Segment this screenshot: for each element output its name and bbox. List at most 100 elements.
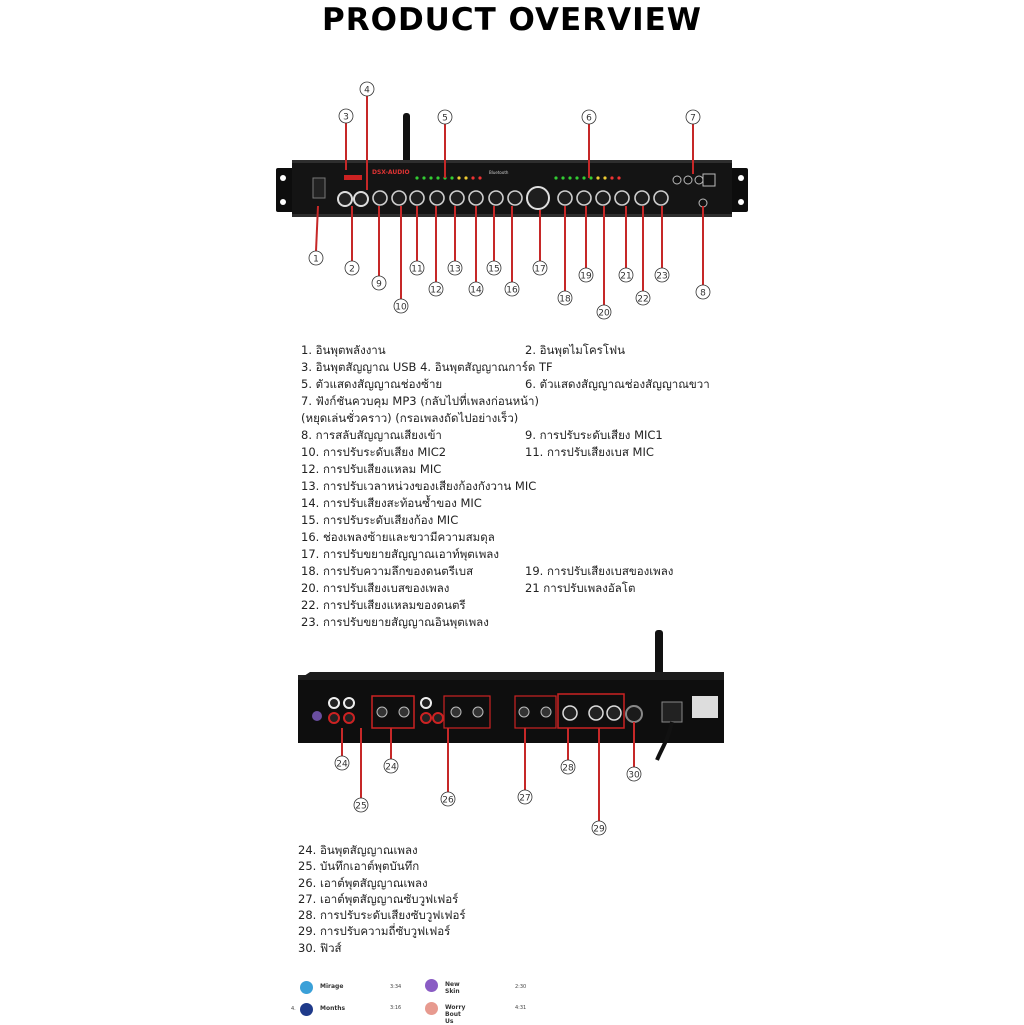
rear-feature-row: 29. การปรับความถี่ซับวูฟเฟอร์ bbox=[298, 924, 451, 939]
right-led-3 bbox=[568, 176, 572, 180]
callout-11 bbox=[409, 260, 425, 276]
callout-1 bbox=[308, 250, 324, 266]
master-volume-knob[interactable] bbox=[526, 186, 550, 210]
track-title: Worry Bout Us bbox=[445, 1004, 466, 1025]
callout-label: 20 bbox=[598, 309, 610, 319]
page-title: PRODUCT OVERVIEW bbox=[322, 2, 702, 38]
callout-5 bbox=[437, 109, 453, 125]
callout-7 bbox=[685, 109, 701, 125]
rear-feature-row: 25. บันทึกเอาต์พุตบันทึก bbox=[298, 859, 420, 874]
front-knob-12[interactable] bbox=[614, 190, 630, 206]
front-knob-5[interactable] bbox=[449, 190, 465, 206]
front-knob-8[interactable] bbox=[507, 190, 523, 206]
callout-27 bbox=[517, 789, 533, 805]
front-knob-14[interactable] bbox=[653, 190, 669, 206]
front-knob-4[interactable] bbox=[429, 190, 445, 206]
callout-label: 9 bbox=[376, 280, 382, 290]
feature-row: 22. การปรับเสียงแหลมของดนตรี bbox=[301, 597, 553, 614]
front-knob-3[interactable] bbox=[409, 190, 425, 206]
callout-20 bbox=[596, 304, 612, 320]
callout-8 bbox=[695, 284, 711, 300]
rca-jack-7 bbox=[432, 712, 444, 724]
callout-label: 16 bbox=[506, 286, 518, 296]
rear-feature-row: 27. เอาต์พุตสัญญาณซับวูฟเฟอร์ bbox=[298, 891, 459, 906]
callout-28 bbox=[560, 759, 576, 775]
callout-label: 15 bbox=[488, 265, 499, 275]
callout-4 bbox=[359, 81, 375, 97]
track-title: Mirage bbox=[320, 983, 344, 990]
feature-left: 16. ช่องเพลงซ้ายและขวามีความสมดุล bbox=[301, 530, 495, 544]
callout-29 bbox=[591, 820, 607, 836]
callout-9 bbox=[371, 275, 387, 291]
front-knob-9[interactable] bbox=[557, 190, 573, 206]
rca-jack-6 bbox=[420, 712, 432, 724]
front-knob-10[interactable] bbox=[576, 190, 592, 206]
feature-right: 6. ตัวแสดงสัญญาณช่องสัญญาณขวา bbox=[525, 377, 710, 391]
callout-13 bbox=[447, 260, 463, 276]
callout-26 bbox=[440, 791, 456, 807]
album-art-icon bbox=[425, 1002, 438, 1015]
feature-left: 7. ฟังก์ชันควบคุม MP3 (กลับไปที่เพลงก่อน… bbox=[301, 394, 539, 408]
feature-left: 10. การปรับระดับเสียง MIC2 bbox=[301, 445, 447, 459]
rear-feature-list: 24. อินพุตสัญญาณเพลง 25. บันทึกเอาต์พุตบั… bbox=[298, 842, 466, 956]
feature-row: 7. ฟังก์ชันควบคุม MP3 (กลับไปที่เพลงก่อน… bbox=[301, 393, 553, 410]
front-knob-6[interactable] bbox=[468, 190, 484, 206]
callout-23 bbox=[654, 267, 670, 283]
right-led-2 bbox=[561, 176, 565, 180]
right-led-9 bbox=[610, 176, 614, 180]
callout-6 bbox=[581, 109, 597, 125]
album-art-icon bbox=[425, 979, 438, 992]
callout-label: 14 bbox=[470, 286, 482, 296]
track-title: New Skin bbox=[445, 981, 460, 995]
album-art-icon bbox=[300, 1003, 313, 1016]
callout-label: 2 bbox=[349, 265, 355, 275]
callout-label: 10 bbox=[395, 303, 407, 313]
callout-label: 6 bbox=[586, 114, 592, 124]
rear-feature-row: 24. อินพุตสัญญาณเพลง bbox=[298, 843, 418, 857]
callout-label: 5 bbox=[442, 114, 448, 124]
front-knobs bbox=[372, 186, 669, 210]
right-led-4 bbox=[575, 176, 579, 180]
feature-left: 17. การปรับขยายสัญญาณเอาท์พุตเพลง bbox=[301, 547, 499, 561]
callout-label: 30 bbox=[628, 771, 640, 781]
right-led-10 bbox=[617, 176, 621, 180]
feature-row: 15. การปรับระดับเสียงก้อง MIC bbox=[301, 512, 553, 529]
usb-port bbox=[344, 175, 362, 180]
callout-10 bbox=[393, 298, 409, 314]
feature-left: 22. การปรับเสียงแหลมของดนตรี bbox=[301, 598, 466, 612]
front-antenna bbox=[403, 113, 410, 169]
front-knob-11[interactable] bbox=[595, 190, 611, 206]
sub-freq-knob-2 bbox=[606, 705, 622, 721]
feature-row: 17. การปรับขยายสัญญาณเอาท์พุตเพลง bbox=[301, 546, 553, 563]
left-led-8 bbox=[464, 176, 468, 180]
feature-left: 15. การปรับระดับเสียงก้อง MIC bbox=[301, 513, 459, 527]
callout-label: 11 bbox=[411, 265, 422, 275]
track-index: 4. bbox=[291, 1006, 296, 1012]
feature-left: 13. การปรับเวลาหน่วงของเสียงก้องกังวาน M… bbox=[301, 479, 537, 493]
front-knob-2[interactable] bbox=[391, 190, 407, 206]
front-knob-7[interactable] bbox=[488, 190, 504, 206]
callout-label: 3 bbox=[343, 113, 349, 123]
callout-16 bbox=[504, 281, 520, 297]
feature-left: 12. การปรับเสียงแหลม MIC bbox=[301, 462, 442, 476]
right-led-5 bbox=[582, 176, 586, 180]
bluetooth-label: Bluetooth bbox=[489, 170, 509, 175]
sub-volume-knob bbox=[562, 705, 578, 721]
callout-24 bbox=[334, 755, 350, 771]
power-switch bbox=[312, 177, 326, 199]
front-knob-1[interactable] bbox=[372, 190, 388, 206]
feature-row: 13. การปรับเวลาหน่วงของเสียงก้องกังวาน M… bbox=[301, 478, 553, 495]
rear-feature-row: 28. การปรับระดับเสียงซับวูฟเฟอร์ bbox=[298, 908, 466, 923]
callout-label: 7 bbox=[690, 114, 696, 124]
track-duration: 4:31 bbox=[515, 1005, 527, 1011]
callout-label: 21 bbox=[620, 272, 631, 282]
left-led-2 bbox=[422, 176, 426, 180]
callout-30 bbox=[626, 766, 642, 782]
front-knob-13[interactable] bbox=[634, 190, 650, 206]
